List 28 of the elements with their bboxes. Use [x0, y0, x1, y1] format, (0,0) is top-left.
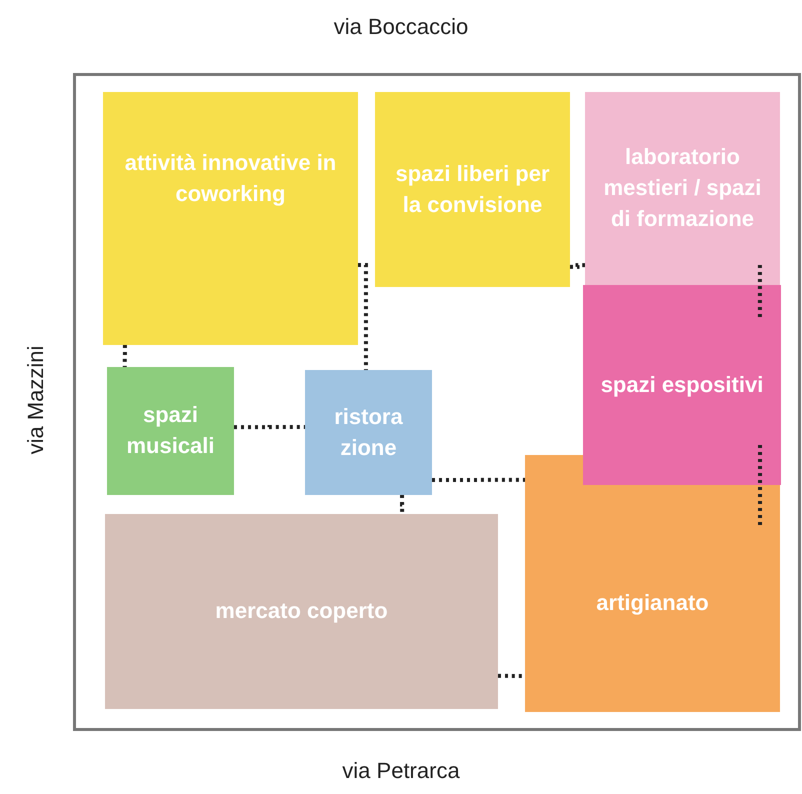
zone-block [103, 92, 358, 345]
zone-label: ristora zione [333, 402, 404, 462]
zone-label: spazi musicali [125, 401, 216, 460]
street-label: via Mazzini [23, 346, 49, 454]
zone-label: spazi liberi per la convisione [394, 160, 551, 218]
zone-block [585, 92, 780, 285]
zone-label: spazi espositivi [600, 370, 764, 399]
street-label: via Petrarca [341, 758, 461, 784]
zone-block [375, 92, 570, 287]
dotted-connector [758, 265, 762, 320]
zone-block [305, 370, 432, 495]
zone-label: mercato coperto [215, 597, 388, 626]
dotted-connector [400, 495, 404, 514]
zone-block [583, 285, 781, 485]
dotted-connector [122, 345, 127, 367]
dotted-connector [358, 263, 368, 370]
dotted-connector [570, 263, 585, 269]
dotted-connector [758, 445, 762, 528]
dotted-connector [432, 478, 525, 482]
zone-label: artigianato [596, 589, 709, 618]
zone-block [105, 514, 498, 709]
zone-label: laboratorio mestieri / spazi di formazione [602, 143, 762, 233]
zone-block [107, 367, 234, 495]
zone-block [525, 455, 780, 712]
zone-label: attività innovative in coworking [124, 148, 338, 208]
dotted-connector [498, 674, 525, 678]
dotted-connector [234, 425, 305, 430]
street-label: via Boccaccio [332, 14, 470, 40]
